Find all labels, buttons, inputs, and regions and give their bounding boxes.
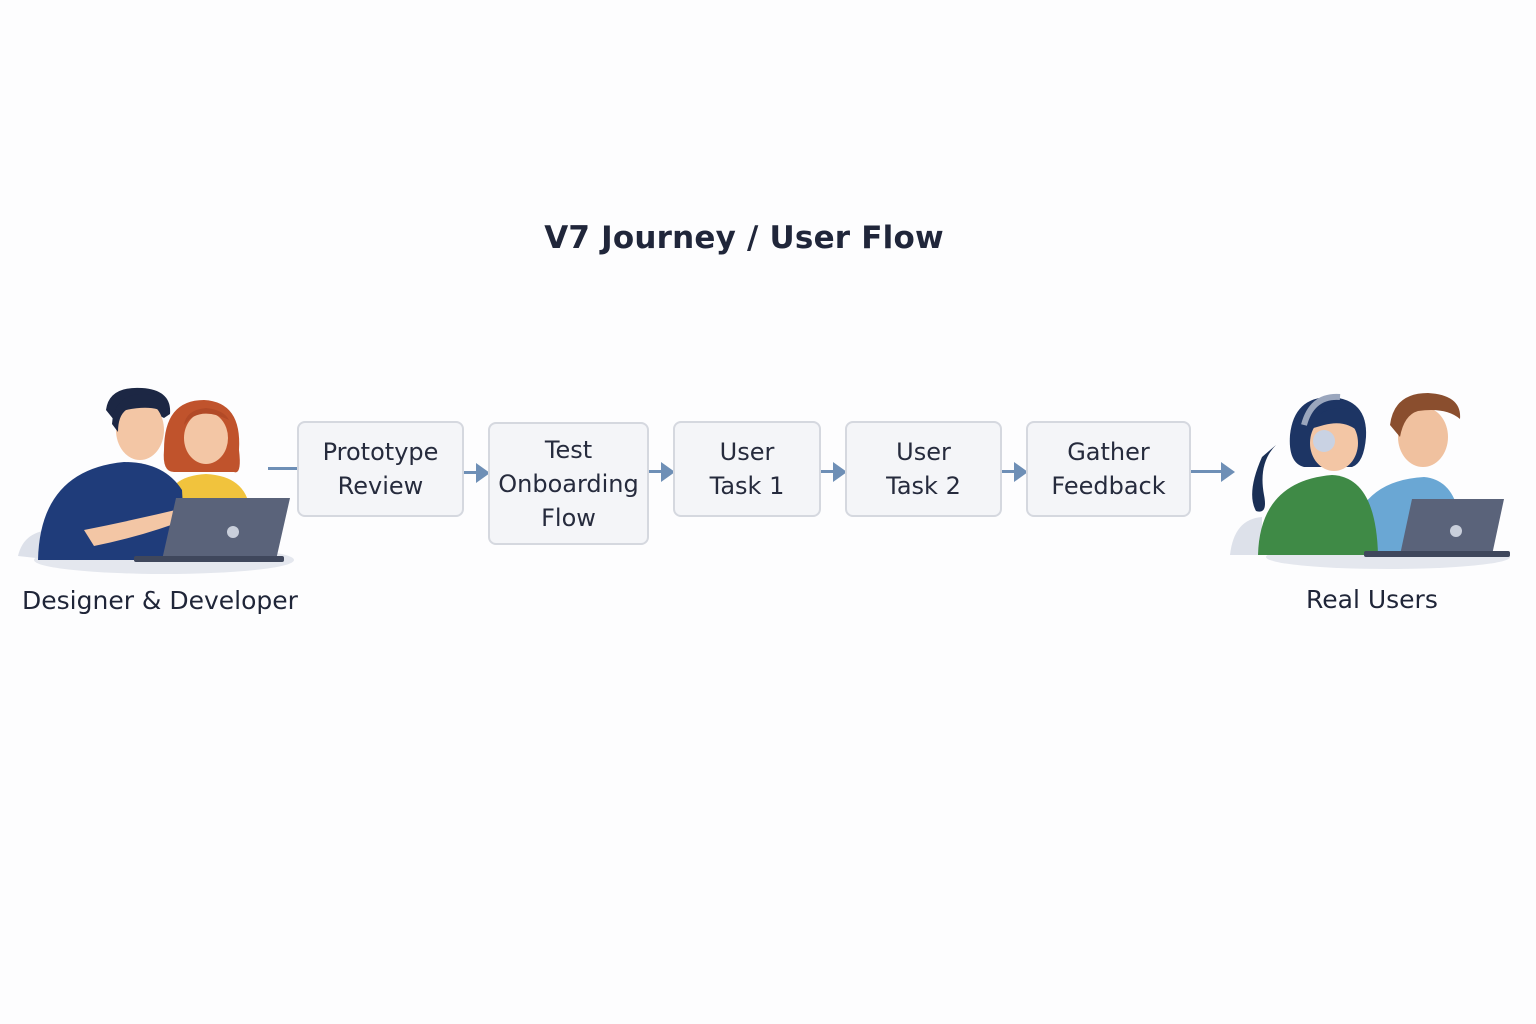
arrow-1	[464, 463, 490, 483]
real-users-illustration	[1230, 393, 1510, 569]
arrow-5	[1191, 462, 1235, 482]
arrow-3	[821, 462, 847, 482]
diagram-title: V7 Journey / User Flow	[544, 220, 944, 256]
arrow-2	[649, 462, 675, 482]
step-user-task-2: User Task 2	[845, 421, 1002, 517]
step-user-task-1: User Task 1	[673, 421, 821, 517]
connector-lead-in	[268, 467, 298, 470]
step-prototype-review: Prototype Review	[297, 421, 464, 517]
actor-label-right: Real Users	[1306, 585, 1438, 614]
step-gather-feedback: Gather Feedback	[1026, 421, 1191, 517]
actor-label-left: Designer & Developer	[22, 586, 298, 615]
step-test-onboarding-flow: Test Onboarding Flow	[488, 422, 649, 545]
arrow-4	[1002, 462, 1028, 482]
designer-developer-illustration	[18, 387, 294, 574]
